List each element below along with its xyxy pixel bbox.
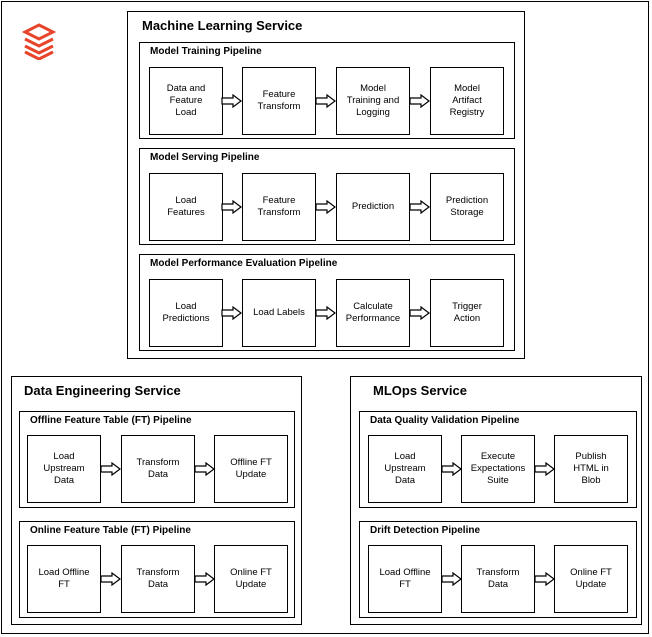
arrow-right-icon [194, 462, 215, 476]
pipeline-title: Online Feature Table (FT) Pipeline [30, 525, 191, 536]
arrow-right-icon [315, 200, 336, 214]
arrow-right-icon [441, 462, 462, 476]
arrow-right-icon [100, 462, 121, 476]
step-load-offline-ft: Load Offline FT [368, 545, 442, 613]
step-load-offline-ft: Load Offline FT [27, 545, 101, 613]
step-transform-data: Transform Data [121, 435, 195, 503]
step-data-and-feature-load: Data and Feature Load [149, 67, 223, 135]
step-load-features: Load Features [149, 173, 223, 241]
arrow-right-icon [221, 94, 242, 108]
arrow-right-icon [221, 306, 242, 320]
mlops-service: MLOps Service Data Quality Validation Pi… [350, 376, 642, 625]
machine-learning-service: Machine Learning Service Model Training … [127, 11, 525, 359]
model-performance-evaluation-pipeline: Model Performance Evaluation Pipeline Lo… [139, 254, 515, 351]
online-feature-table-pipeline: Online Feature Table (FT) Pipeline Load … [19, 521, 295, 618]
arrow-right-icon [409, 94, 430, 108]
arrow-right-icon [315, 94, 336, 108]
step-online-ft-update: Online FT Update [214, 545, 288, 613]
pipeline-title: Offline Feature Table (FT) Pipeline [30, 415, 192, 426]
step-model-training-and-logging: Model Training and Logging [336, 67, 410, 135]
pipeline-title: Model Training Pipeline [150, 46, 262, 57]
step-execute-expectations-suite: Execute Expectations Suite [461, 435, 535, 503]
step-feature-transform: Feature Transform [242, 67, 316, 135]
offline-feature-table-pipeline: Offline Feature Table (FT) Pipeline Load… [19, 411, 295, 508]
service-title: MLOps Service [373, 383, 467, 398]
pipeline-title: Model Serving Pipeline [150, 152, 260, 163]
step-transform-data: Transform Data [121, 545, 195, 613]
step-offline-ft-update: Offline FT Update [214, 435, 288, 503]
step-load-predictions: Load Predictions [149, 279, 223, 347]
data-engineering-service: Data Engineering Service Offline Feature… [11, 376, 302, 625]
arrow-right-icon [409, 306, 430, 320]
arrow-right-icon [100, 572, 121, 586]
pipeline-title: Drift Detection Pipeline [370, 525, 481, 536]
step-load-labels: Load Labels [242, 279, 316, 347]
drift-detection-pipeline: Drift Detection Pipeline Load Offline FT… [359, 521, 637, 618]
arrow-right-icon [194, 572, 215, 586]
step-prediction-storage: Prediction Storage [430, 173, 504, 241]
arrow-right-icon [441, 572, 462, 586]
pipeline-title: Model Performance Evaluation Pipeline [150, 258, 338, 269]
step-load-upstream-data: Load Upstream Data [368, 435, 442, 503]
step-transform-data: Transform Data [461, 545, 535, 613]
step-publish-html-in-blob: Publish HTML in Blob [554, 435, 628, 503]
arrow-right-icon [315, 306, 336, 320]
step-model-artifact-registry: Model Artifact Registry [430, 67, 504, 135]
model-training-pipeline: Model Training Pipeline Data and Feature… [139, 42, 515, 139]
step-trigger-action: Trigger Action [430, 279, 504, 347]
databricks-logo-icon [22, 23, 56, 60]
pipeline-title: Data Quality Validation Pipeline [370, 415, 520, 426]
service-title: Data Engineering Service [24, 383, 181, 398]
arrow-right-icon [534, 572, 555, 586]
arrow-right-icon [221, 200, 242, 214]
step-feature-transform: Feature Transform [242, 173, 316, 241]
step-online-ft-update: Online FT Update [554, 545, 628, 613]
model-serving-pipeline: Model Serving Pipeline Load Features Fea… [139, 148, 515, 245]
service-title: Machine Learning Service [142, 18, 303, 33]
step-prediction: Prediction [336, 173, 410, 241]
step-calculate-performance: Calculate Performance [336, 279, 410, 347]
step-load-upstream-data: Load Upstream Data [27, 435, 101, 503]
data-quality-validation-pipeline: Data Quality Validation Pipeline Load Up… [359, 411, 637, 508]
arrow-right-icon [409, 200, 430, 214]
arrow-right-icon [534, 462, 555, 476]
